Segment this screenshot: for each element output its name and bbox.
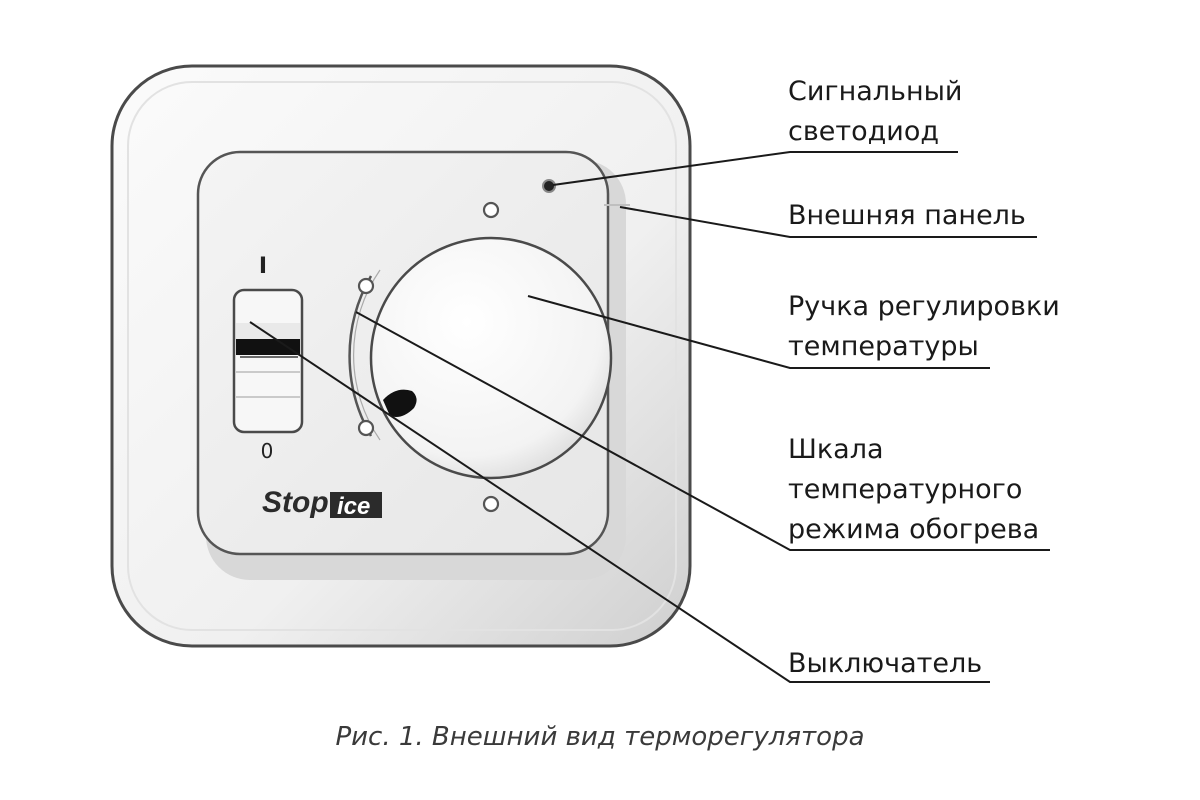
label-outer-panel: Внешняя панель bbox=[788, 196, 1026, 236]
temperature-scale-arc bbox=[348, 275, 373, 437]
leader-panel bbox=[619, 206, 1037, 238]
knob-pointer-mark bbox=[383, 389, 417, 417]
scale-dot-bottom bbox=[482, 495, 500, 513]
label-line: Выключатель bbox=[788, 648, 983, 679]
figure-caption: Рис. 1. Внешний вид терморегулятора bbox=[335, 722, 865, 752]
label-line: температурного bbox=[788, 474, 1023, 505]
label-temperature-scale: Шкала температурного режима обогрева bbox=[788, 430, 1039, 550]
label-line: режима обогрева bbox=[788, 514, 1040, 545]
label-temperature-knob: Ручка регулировки температуры bbox=[788, 287, 1060, 367]
brand-logo: Stop ice bbox=[262, 486, 382, 520]
label-line: температуры bbox=[788, 331, 979, 362]
label-power-switch: Выключатель bbox=[788, 644, 982, 684]
switch-off-mark: 0 bbox=[261, 439, 274, 463]
label-line: светодиод bbox=[788, 116, 940, 147]
leader-scale bbox=[355, 311, 1050, 551]
label-line: Внешняя панель bbox=[788, 200, 1026, 231]
scale-dot-upper-left bbox=[357, 277, 375, 295]
temperature-knob[interactable] bbox=[369, 236, 613, 480]
scale-dot-lower-left bbox=[357, 419, 375, 437]
label-signal-led: Сигнальный светодиод bbox=[788, 72, 962, 152]
logo-ice-text: ice bbox=[337, 493, 370, 520]
leader-knob bbox=[527, 295, 990, 369]
leader-lines bbox=[249, 151, 1050, 683]
scale-dot-top bbox=[482, 201, 500, 219]
leader-led bbox=[552, 151, 958, 186]
label-line: Сигнальный bbox=[788, 76, 963, 107]
scale-dots bbox=[357, 201, 500, 513]
power-switch[interactable] bbox=[232, 288, 304, 434]
signal-led bbox=[542, 179, 556, 193]
switch-on-mark: I bbox=[259, 254, 267, 279]
leader-switch bbox=[249, 321, 990, 683]
label-line: Ручка регулировки bbox=[788, 291, 1060, 322]
logo-stop-text: Stop bbox=[262, 486, 329, 519]
label-line: Шкала bbox=[788, 434, 884, 465]
